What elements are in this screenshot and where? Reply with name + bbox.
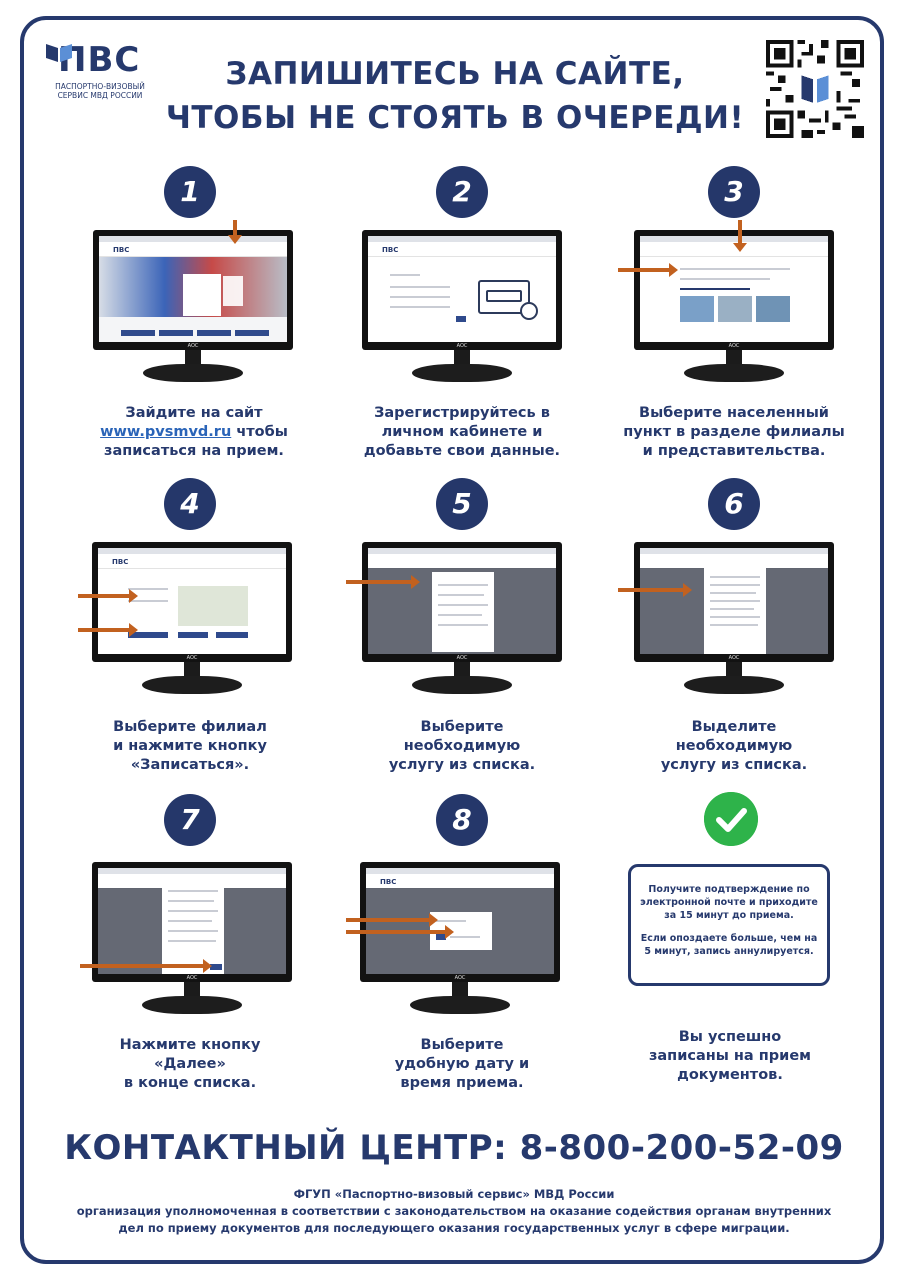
monitor-step-7: AOC (92, 862, 292, 1020)
arrow-indicator (78, 589, 138, 603)
monitor-step-2: ПВС AOC (362, 230, 562, 388)
step-1-badge: 1 (164, 166, 216, 218)
step-6-badge: 6 (708, 478, 760, 530)
monitor-step-8: ПВС AOC (360, 862, 560, 1020)
step-3-badge: 3 (708, 166, 760, 218)
footer: ФГУП «Паспортно-визовый сервис» МВД Росс… (40, 1186, 868, 1237)
title-line1: ЗАПИШИТЕСЬ НА САЙТЕ, (225, 56, 685, 92)
logo-subtitle: ПАСПОРТНО-ВИЗОВЫЙ СЕРВИС МВД РОССИИ (44, 82, 156, 100)
step-1-caption: Зайдите на сайт www.pvsmvd.ru чтобы запи… (100, 405, 288, 459)
step-4-badge: 4 (164, 478, 216, 530)
pvs-logo: ПВС ПАСПОРТНО-ВИЗОВЫЙ СЕРВИС МВД РОССИИ (44, 40, 156, 100)
step-5-badge: 5 (436, 478, 488, 530)
monitor-step-3: AOC (634, 230, 834, 388)
arrow-indicator (228, 220, 242, 244)
contact-center: КОНТАКТНЫЙ ЦЕНТР: 8-800-200-52-09 (64, 1128, 844, 1168)
step-2-badge: 2 (436, 166, 488, 218)
arrow-indicator (733, 220, 747, 252)
footer-line3: дел по приему документов для последующег… (118, 1221, 790, 1235)
arrow-indicator (618, 263, 678, 277)
arrow-indicator (346, 925, 454, 939)
pvsmvd-link[interactable]: www.pvsmvd.ru (100, 424, 232, 440)
monitor-step-1: ПВС AOC (93, 230, 293, 388)
logo-subtitle-line2: СЕРВИС МВД РОССИИ (57, 91, 143, 100)
checkmark-icon (704, 792, 758, 846)
confirmation-text: Получите подтверждение по электронной по… (640, 884, 818, 921)
monitor-step-6: AOC (634, 542, 834, 700)
confirmation-info-box: Получите подтверждение по электронной по… (628, 864, 830, 986)
footer-line1: ФГУП «Паспортно-визовый сервис» МВД Росс… (293, 1187, 615, 1201)
arrow-indicator (346, 913, 438, 927)
step-7-caption: Нажмите кнопку«Далее»в конце списка. (119, 1037, 261, 1091)
arrow-indicator (346, 575, 420, 589)
arrow-indicator (78, 623, 138, 637)
book-icon (46, 44, 72, 62)
late-warning-text: Если опоздаете больше, чем на 5 минут, з… (640, 933, 818, 957)
footer-line2: организация уполномоченная в соответстви… (76, 1204, 832, 1218)
monitor-step-5: AOC (362, 542, 562, 700)
monitor-brand: AOC (187, 343, 199, 349)
step-7-badge: 7 (164, 794, 216, 846)
poster-frame (20, 16, 884, 1264)
monitor-step-4: ПВС AOC (92, 542, 292, 700)
step-8-badge: 8 (436, 794, 488, 846)
arrow-indicator (618, 583, 692, 597)
logo-subtitle-line1: ПАСПОРТНО-ВИЗОВЫЙ (55, 82, 145, 91)
title-line2: ЧТОБЫ НЕ СТОЯТЬ В ОЧЕРЕДИ! (165, 100, 745, 136)
qr-code-icon (766, 40, 864, 138)
arrow-indicator (80, 959, 212, 973)
page-title: ЗАПИШИТЕСЬ НА САЙТЕ, ЧТОБЫ НЕ СТОЯТЬ В О… (150, 52, 760, 140)
